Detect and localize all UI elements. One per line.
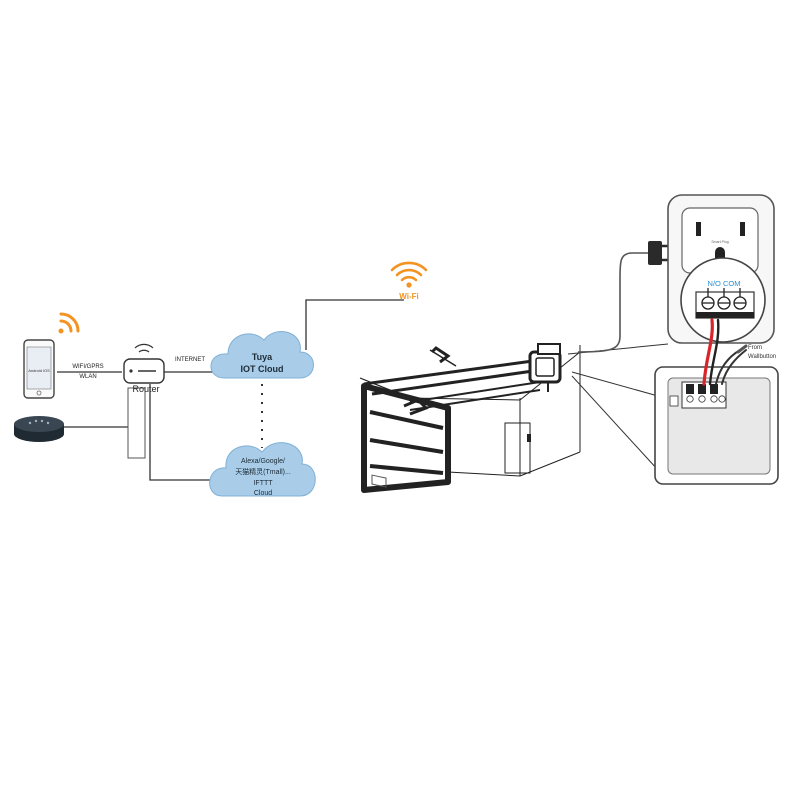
- terminal-label: N/O COM: [708, 279, 741, 288]
- router-label: Router: [132, 384, 159, 394]
- wallbutton-label-line2: Wallbutton: [748, 354, 776, 360]
- cloud-wifi-line: [305, 299, 404, 350]
- wireless-label-line1: WIFI/GPRS: [72, 364, 103, 370]
- wifi-icon: [390, 261, 428, 288]
- garage-door: [361, 383, 451, 493]
- router-voice-cloud-line: [149, 384, 218, 481]
- voice-assistant-cloud: Alexa/Google/ 天猫精灵(Tmall)... IFTTT Cloud: [209, 442, 316, 497]
- internet-label: INTERNET: [175, 357, 205, 363]
- tuya-cloud: Tuya IOT Cloud: [210, 331, 314, 379]
- wifi-label: Wi-Fi: [399, 292, 418, 301]
- wallbutton-label-line1: From: [748, 345, 762, 351]
- router-signal-icon: [134, 343, 154, 353]
- power-cord: [577, 241, 670, 353]
- network-lines: [57, 299, 404, 481]
- router: Router: [123, 343, 165, 459]
- voice-cloud-line2: 天猫精灵(Tmall)...: [235, 467, 291, 476]
- wireless-label-line2: WLAN: [79, 374, 96, 380]
- smartphone: Android iOS: [23, 339, 55, 399]
- voice-cloud-line1: Alexa/Google/: [241, 458, 285, 465]
- terminal-magnifier: N/O COM: [680, 257, 766, 343]
- tuya-cloud-subtitle: IOT Cloud: [241, 364, 284, 374]
- garage-scene: [359, 343, 581, 493]
- voice-cloud-line3: IFTTT: [253, 480, 273, 487]
- phone-wifi-icon: [58, 312, 80, 334]
- opener-motor: [528, 343, 562, 392]
- relay-wires: [702, 318, 748, 386]
- opener-to-panel-lines: [567, 343, 669, 471]
- tuya-cloud-title: Tuya: [252, 352, 273, 362]
- plug-brand-text: Smart Plug: [711, 240, 728, 244]
- phone-screen-text: Android iOS: [28, 368, 50, 373]
- smart-speaker: [14, 416, 64, 442]
- voice-cloud-line4: Cloud: [254, 490, 272, 497]
- back-door: [504, 422, 531, 474]
